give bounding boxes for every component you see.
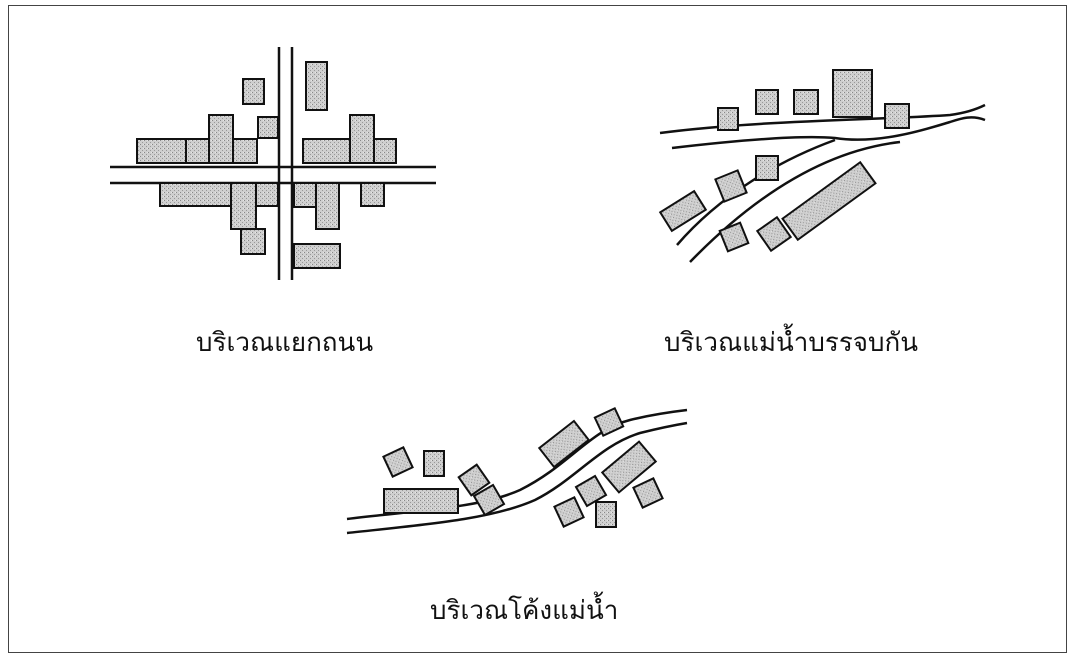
building bbox=[793, 89, 819, 115]
confluence-panel bbox=[658, 69, 986, 263]
intersection-buildings bbox=[136, 61, 397, 269]
building bbox=[255, 182, 279, 207]
building bbox=[423, 450, 445, 477]
building bbox=[755, 215, 793, 253]
building bbox=[832, 69, 873, 118]
building bbox=[574, 474, 608, 508]
building bbox=[718, 221, 750, 253]
building bbox=[373, 138, 397, 164]
tributary-lower-bank bbox=[689, 140, 901, 263]
building bbox=[315, 182, 340, 230]
building bbox=[632, 477, 664, 509]
bend-panel bbox=[346, 406, 688, 535]
bend-caption: บริเวณโค้งแม่น้ำ bbox=[430, 596, 619, 626]
bend-buildings bbox=[382, 406, 664, 528]
building bbox=[360, 182, 385, 207]
main-river-lower-bank bbox=[671, 116, 986, 150]
building bbox=[714, 169, 748, 203]
building bbox=[595, 501, 617, 528]
building bbox=[242, 78, 265, 105]
building bbox=[302, 138, 351, 164]
building bbox=[349, 114, 375, 164]
building bbox=[232, 138, 258, 164]
building bbox=[257, 116, 279, 139]
building bbox=[472, 483, 506, 517]
intersection-panel bbox=[110, 47, 436, 280]
building bbox=[305, 61, 328, 111]
building bbox=[593, 406, 625, 438]
building bbox=[382, 446, 414, 478]
building bbox=[159, 182, 232, 207]
building bbox=[755, 89, 779, 115]
building bbox=[240, 228, 266, 255]
building bbox=[208, 114, 234, 164]
building bbox=[717, 107, 739, 131]
building bbox=[884, 103, 910, 129]
building bbox=[136, 138, 187, 164]
building bbox=[537, 419, 591, 469]
intersection-caption: บริเวณแยกถนน bbox=[196, 328, 374, 358]
building bbox=[185, 138, 210, 164]
confluence-buildings bbox=[658, 69, 910, 253]
building bbox=[457, 463, 491, 497]
building bbox=[781, 160, 877, 242]
building bbox=[293, 243, 341, 269]
river-lower-bank bbox=[346, 421, 688, 535]
main-river-upper-bank bbox=[659, 103, 986, 135]
building bbox=[293, 182, 317, 208]
confluence-caption: บริเวณแม่น้ำบรรจบกัน bbox=[664, 328, 919, 358]
confluence-rivers bbox=[659, 103, 986, 263]
building bbox=[755, 155, 779, 181]
building bbox=[230, 182, 257, 230]
building bbox=[383, 488, 459, 514]
tributary-upper-bank bbox=[676, 138, 836, 246]
building bbox=[658, 189, 708, 233]
building bbox=[600, 440, 658, 494]
building bbox=[553, 496, 585, 528]
